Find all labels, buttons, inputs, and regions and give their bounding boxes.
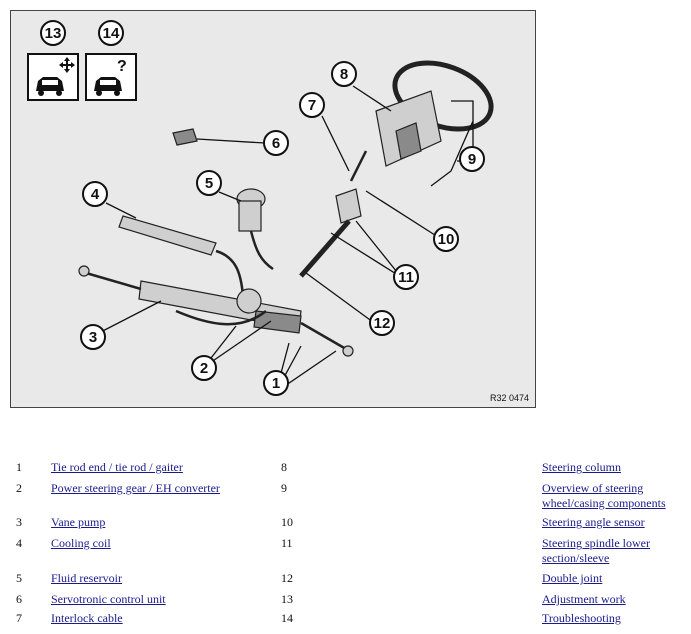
legend-number: 12 (281, 571, 293, 585)
callout-11: 11 (393, 264, 419, 290)
legend-link-troubleshooting[interactable]: Troubleshooting (542, 611, 621, 625)
legend-link-steering-spindle[interactable]: Steering spindle lower section/sleeve (542, 536, 650, 565)
legend-number: 1 (16, 460, 22, 474)
svg-text:1: 1 (272, 375, 280, 392)
legend-link-steering-angle-sensor[interactable]: Steering angle sensor (542, 515, 645, 529)
callout-7: 7 (299, 92, 325, 118)
legend-link-steering-wheel-overview[interactable]: Overview of steering wheel/casing compon… (542, 481, 666, 510)
svg-text:13: 13 (45, 25, 62, 42)
callout-4: 4 (82, 181, 108, 207)
svg-text:4: 4 (91, 186, 100, 203)
callout-9: 9 (459, 146, 485, 172)
callout-10: 10 (433, 226, 459, 252)
callout-14: 14 (98, 20, 124, 46)
svg-text:11: 11 (398, 269, 414, 286)
legend-link-servotronic-control-unit[interactable]: Servotronic control unit (51, 592, 166, 606)
legend-number: 2 (16, 481, 22, 495)
callout-5: 5 (196, 170, 222, 196)
parts-illustration (78, 60, 494, 357)
troubleshooting-icon-box[interactable]: ? (85, 53, 137, 101)
svg-text:2: 2 (200, 360, 208, 377)
legend-link-cooling-coil[interactable]: Cooling coil (51, 536, 111, 550)
steering-system-diagram: ? (10, 10, 536, 408)
svg-text:10: 10 (438, 231, 455, 248)
svg-text:8: 8 (340, 66, 348, 83)
adjustment-icon-box[interactable] (27, 53, 79, 101)
callout-3: 3 (80, 324, 106, 350)
legend-link-interlock-cable[interactable]: Interlock cable (51, 611, 123, 625)
legend-number: 4 (16, 536, 22, 550)
callout-6: 6 (263, 130, 289, 156)
legend-number: 8 (281, 460, 287, 474)
callout-13: 13 (40, 20, 66, 46)
svg-text:7: 7 (308, 97, 316, 114)
callout-2: 2 (191, 355, 217, 381)
leader-lines (92, 85, 474, 393)
legend-link-tie-rod[interactable]: Tie rod end / tie rod / gaiter (51, 460, 183, 474)
legend-link-double-joint[interactable]: Double joint (542, 571, 603, 585)
figure-reference-code: R32 0474 (489, 393, 529, 403)
svg-text:3: 3 (89, 329, 97, 346)
legend-number: 10 (281, 515, 293, 529)
legend-number: 14 (281, 611, 293, 625)
legend-link-adjustment-work[interactable]: Adjustment work (542, 592, 626, 606)
diagram-drawing: ? (27, 20, 494, 396)
svg-text:14: 14 (103, 25, 120, 42)
legend-number: 13 (281, 592, 293, 606)
callout-1: 1 (263, 370, 289, 396)
legend-number: 11 (281, 536, 293, 550)
svg-text:9: 9 (468, 151, 476, 168)
callout-12: 12 (369, 310, 395, 336)
legend-link-vane-pump[interactable]: Vane pump (51, 515, 106, 529)
callout-8: 8 (331, 61, 357, 87)
car-with-arrows-icon (36, 57, 75, 96)
svg-text:5: 5 (205, 175, 213, 192)
legend-number: 5 (16, 571, 22, 585)
legend-number: 7 (16, 611, 22, 625)
legend-link-steering-column[interactable]: Steering column (542, 460, 621, 474)
legend-number: 9 (281, 481, 287, 495)
legend-number: 6 (16, 592, 22, 606)
legend-number: 3 (16, 515, 22, 529)
svg-text:?: ? (117, 58, 127, 75)
svg-text:6: 6 (272, 135, 280, 152)
svg-text:12: 12 (374, 315, 391, 332)
legend-link-fluid-reservoir[interactable]: Fluid reservoir (51, 571, 122, 585)
car-with-question-icon: ? (94, 58, 127, 96)
legend-link-power-steering-gear[interactable]: Power steering gear / EH converter (51, 481, 220, 495)
